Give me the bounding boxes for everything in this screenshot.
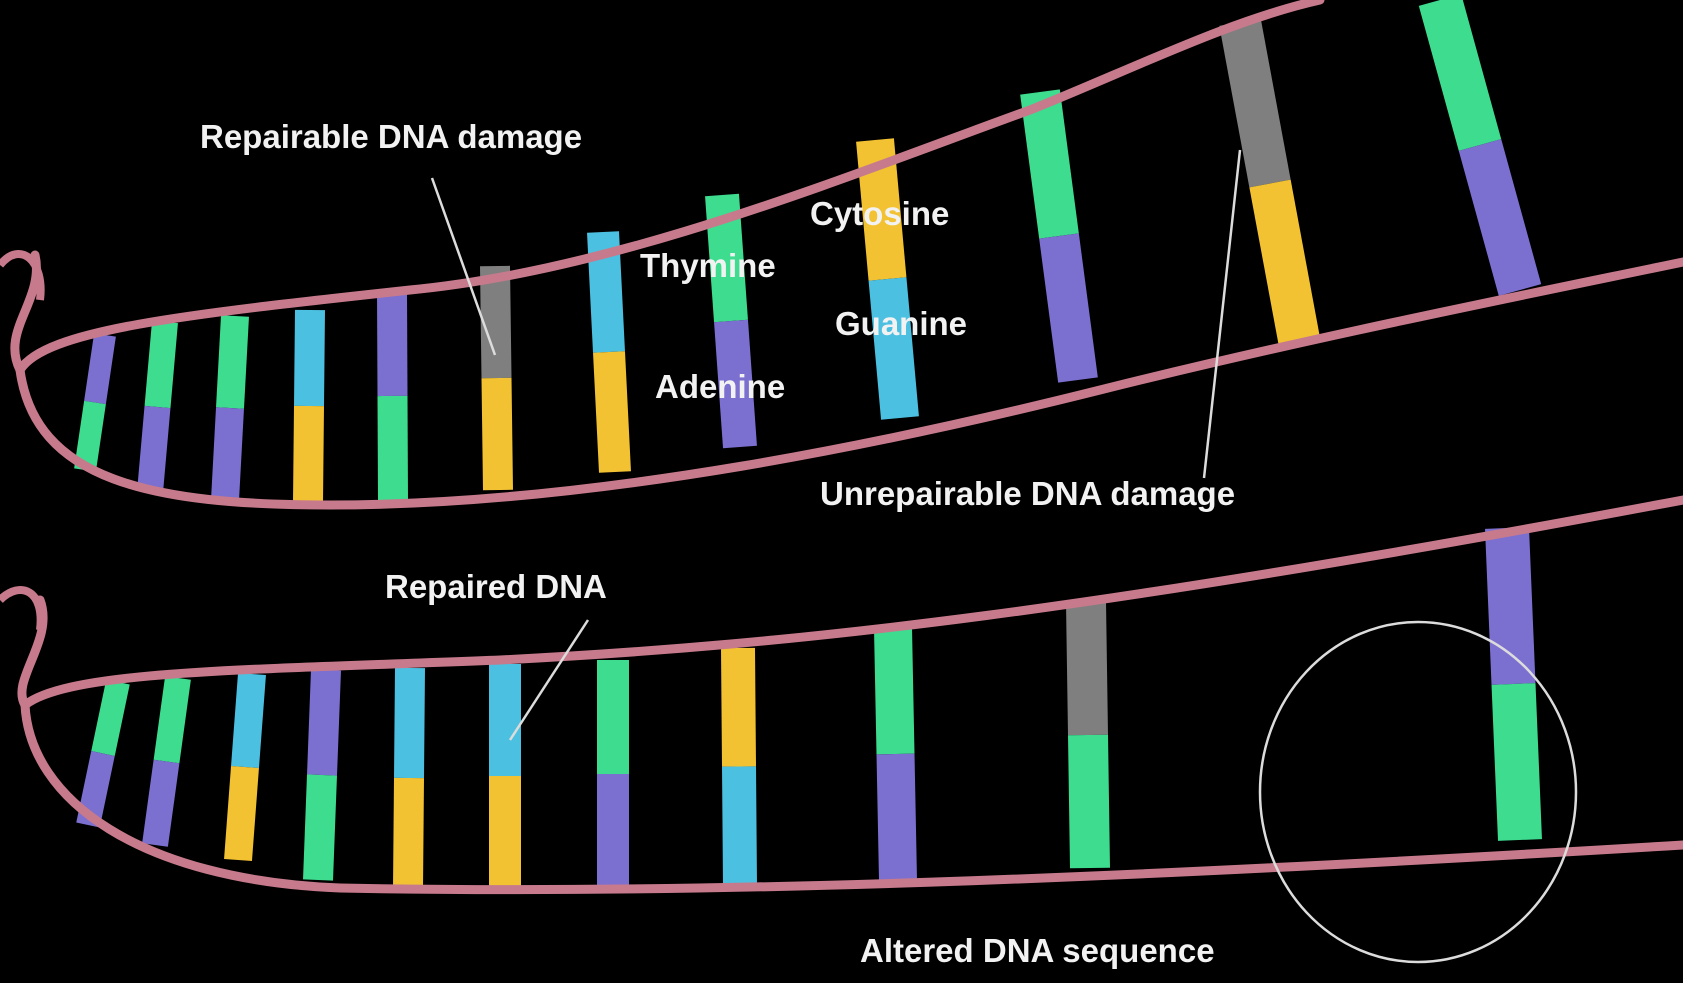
- bottom-pair-4-thymine-segment: [318, 775, 322, 880]
- bottom-pair-8-cytosine-segment: [738, 648, 739, 767]
- bottom-pair-10-thymine-segment: [1088, 735, 1090, 868]
- unrepairable-pointer-line: [1204, 150, 1240, 478]
- top-pair-1-adenine-segment: [95, 335, 105, 403]
- top-pair-7-cytosine-segment: [609, 352, 615, 472]
- bottom-pair-2-adenine-segment: [155, 762, 167, 846]
- top-pair-11-damaged-segment: [1240, 22, 1270, 184]
- top-pair-4-guanine-segment: [309, 310, 310, 406]
- bottom-pair-5-guanine-segment: [409, 668, 410, 778]
- top-pair-5-adenine-segment: [392, 292, 393, 396]
- bottom-strand-upper-backbone: [22, 500, 1683, 705]
- top-pair-6-cytosine-segment: [497, 378, 499, 490]
- top-pair-3-thymine-segment: [230, 316, 235, 408]
- bottom-pair-11-thymine-segment: [1514, 684, 1521, 840]
- label-repairable-dna-damage: Repairable DNA damage: [200, 118, 582, 155]
- top-pair-2-adenine-segment: [150, 407, 158, 492]
- bottom-pair-9-thymine-segment: [893, 628, 896, 754]
- label-adenine: Adenine: [655, 368, 785, 405]
- bottom-pair-5-cytosine-segment: [408, 778, 409, 888]
- label-thymine: Thymine: [640, 247, 776, 284]
- top-pair-12-adenine-segment: [1480, 145, 1520, 290]
- bottom-pair-3-guanine-segment: [245, 674, 252, 767]
- top-strand-lower-backbone: [20, 262, 1683, 505]
- label-unrepairable-dna-damage: Unrepairable DNA damage: [820, 475, 1235, 512]
- bottom-pair-8-guanine-segment: [739, 767, 740, 886]
- bottom-pair-1-thymine-segment: [103, 682, 118, 754]
- bottom-strand-lower-backbone: [25, 705, 1683, 890]
- label-repaired-dna: Repaired DNA: [385, 568, 607, 605]
- top-pair-3-adenine-segment: [225, 408, 230, 500]
- bottom-strand-left-helix: [0, 590, 41, 630]
- repaired-pointer-line: [510, 620, 588, 740]
- label-cytosine: Cytosine: [810, 195, 949, 232]
- top-pair-9-guanine-segment: [888, 279, 901, 418]
- top-pair-10-adenine-segment: [1059, 236, 1078, 380]
- top-pair-4-cytosine-segment: [308, 406, 309, 502]
- top-strand-base-pairs: [85, 0, 1520, 502]
- label-guanine: Guanine: [835, 305, 967, 342]
- top-pair-2-thymine-segment: [158, 322, 166, 407]
- bottom-pair-11-adenine-segment: [1507, 528, 1514, 684]
- bottom-pair-3-cytosine-segment: [238, 767, 245, 860]
- top-strand-upper-backbone: [15, 0, 1320, 370]
- bottom-pair-2-thymine-segment: [167, 678, 179, 762]
- top-pair-5-thymine-segment: [393, 396, 394, 500]
- top-pair-6-damaged-segment: [495, 266, 497, 378]
- top-pair-10-thymine-segment: [1040, 92, 1059, 236]
- bottom-pair-9-adenine-segment: [896, 754, 899, 880]
- top-pair-1-thymine-segment: [85, 403, 95, 471]
- top-pair-12-thymine-segment: [1440, 0, 1480, 145]
- bottom-strand-base-pairs: [88, 528, 1520, 888]
- label-altered-dna-sequence: Altered DNA sequence: [860, 932, 1215, 969]
- bottom-pair-4-adenine-segment: [322, 670, 326, 775]
- top-pair-11-cytosine-segment: [1270, 184, 1300, 346]
- bottom-pair-10-damaged-segment: [1086, 602, 1088, 735]
